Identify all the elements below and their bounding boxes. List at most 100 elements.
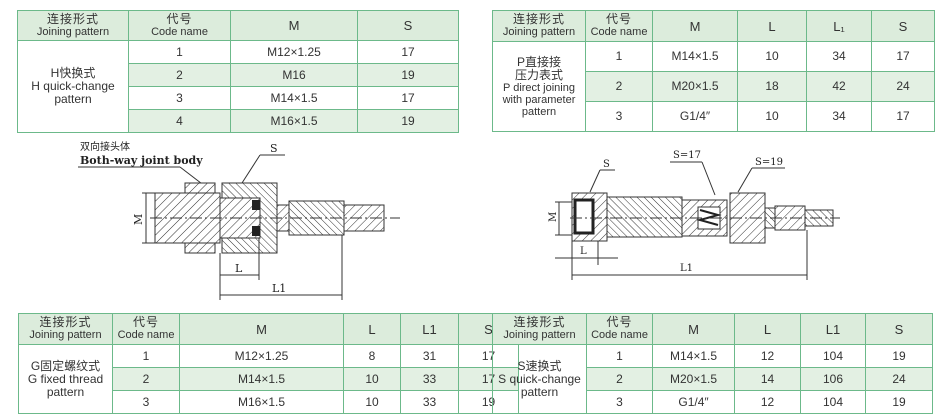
header-zh: 代号 xyxy=(606,315,633,329)
code-cell: 1 xyxy=(586,344,653,368)
callout-en: Both-way joint body xyxy=(80,154,203,167)
h-joint-cross-section-diagram: 双向接头体 Both-way joint body S M L L1 xyxy=(78,140,400,300)
header-en: Joining pattern xyxy=(29,329,102,341)
value-cell: 14 xyxy=(734,367,801,391)
code-cell: 3 xyxy=(586,390,653,414)
l1-label: L1 xyxy=(272,282,286,295)
callout-zh: 双向接头体 xyxy=(80,140,130,153)
pattern-line: S速换式 xyxy=(517,358,562,373)
value-cell: M16 xyxy=(230,63,358,87)
s-label: S xyxy=(603,159,610,170)
m-label: M xyxy=(132,214,145,225)
value-cell: 24 xyxy=(871,71,935,102)
value-cell: M16×1.5 xyxy=(230,109,358,133)
value-cell: 19 xyxy=(357,63,459,87)
value-cell: 33 xyxy=(400,367,459,391)
value-cell: 8 xyxy=(343,344,401,368)
value-cell: 42 xyxy=(806,71,872,102)
header-en: Joining pattern xyxy=(503,329,576,341)
value-cell: M12×1.25 xyxy=(230,40,358,64)
code-cell: 1 xyxy=(585,41,653,72)
value-cell: M14×1.5 xyxy=(179,367,344,391)
header-M: M xyxy=(230,10,358,41)
header-en: Code name xyxy=(591,329,648,341)
header-zh: 连接形式 xyxy=(512,12,565,26)
value-cell: M20×1.5 xyxy=(652,71,738,102)
pattern-line: S quick-change xyxy=(498,371,581,386)
pattern-line: pattern xyxy=(54,92,92,106)
code-cell: 3 xyxy=(585,101,653,132)
value-cell: 34 xyxy=(806,101,872,132)
header-S: S xyxy=(357,10,459,41)
header-zh: 连接形式 xyxy=(513,315,566,329)
pattern-line: H quick-change xyxy=(31,79,115,93)
value-cell: 10 xyxy=(737,41,807,72)
header-en: Joining pattern xyxy=(502,26,576,38)
value-cell: M14×1.5 xyxy=(652,344,735,368)
value-cell: 17 xyxy=(357,86,459,110)
value-cell: 19 xyxy=(357,109,459,133)
value-cell: 24 xyxy=(865,367,933,391)
header-L₁: L₁ xyxy=(806,10,872,42)
value-cell: 104 xyxy=(800,390,866,414)
value-cell: 34 xyxy=(806,41,872,72)
value-cell: G1/4″ xyxy=(652,390,735,414)
header-L: L xyxy=(737,10,807,42)
pattern-line: H快换式 xyxy=(50,66,96,80)
code-cell: 2 xyxy=(128,63,231,87)
header-en: Code name xyxy=(117,329,175,341)
pattern-line: pattern xyxy=(521,105,557,118)
s-joint-cross-section-diagram: S S=17 S=19 M L L1 xyxy=(548,150,840,280)
header-M: M xyxy=(652,10,738,42)
code-cell: 3 xyxy=(128,86,231,110)
code-cell: 1 xyxy=(128,40,231,64)
header-L: L xyxy=(734,313,801,345)
header-en: Code name xyxy=(590,26,648,38)
header-zh: 连接形式 xyxy=(39,315,92,329)
header-L: L xyxy=(343,313,401,345)
header-zh: 代号 xyxy=(132,315,159,329)
value-cell: 12 xyxy=(734,344,801,368)
value-cell: M14×1.5 xyxy=(230,86,358,110)
l-label: L xyxy=(580,246,587,257)
s19-label: S=19 xyxy=(755,157,783,168)
header-zh: 代号 xyxy=(166,11,193,26)
value-cell: 33 xyxy=(400,390,459,414)
header-en: Code name xyxy=(151,25,208,38)
value-cell: M12×1.25 xyxy=(179,344,344,368)
pattern-line: with parameter xyxy=(502,93,576,106)
header-L1: L1 xyxy=(400,313,459,345)
value-cell: 10 xyxy=(737,101,807,132)
value-cell: M14×1.5 xyxy=(652,41,738,72)
value-cell: M16×1.5 xyxy=(179,390,344,414)
header-M: M xyxy=(179,313,344,345)
pattern-line: G固定螺纹式 xyxy=(30,358,101,373)
s17-label: S=17 xyxy=(673,150,701,161)
code-cell: 2 xyxy=(112,367,180,391)
header-en: Joining pattern xyxy=(36,25,110,38)
pattern-line: G fixed thread xyxy=(27,371,104,386)
code-cell: 3 xyxy=(112,390,180,414)
value-cell: 104 xyxy=(800,344,866,368)
